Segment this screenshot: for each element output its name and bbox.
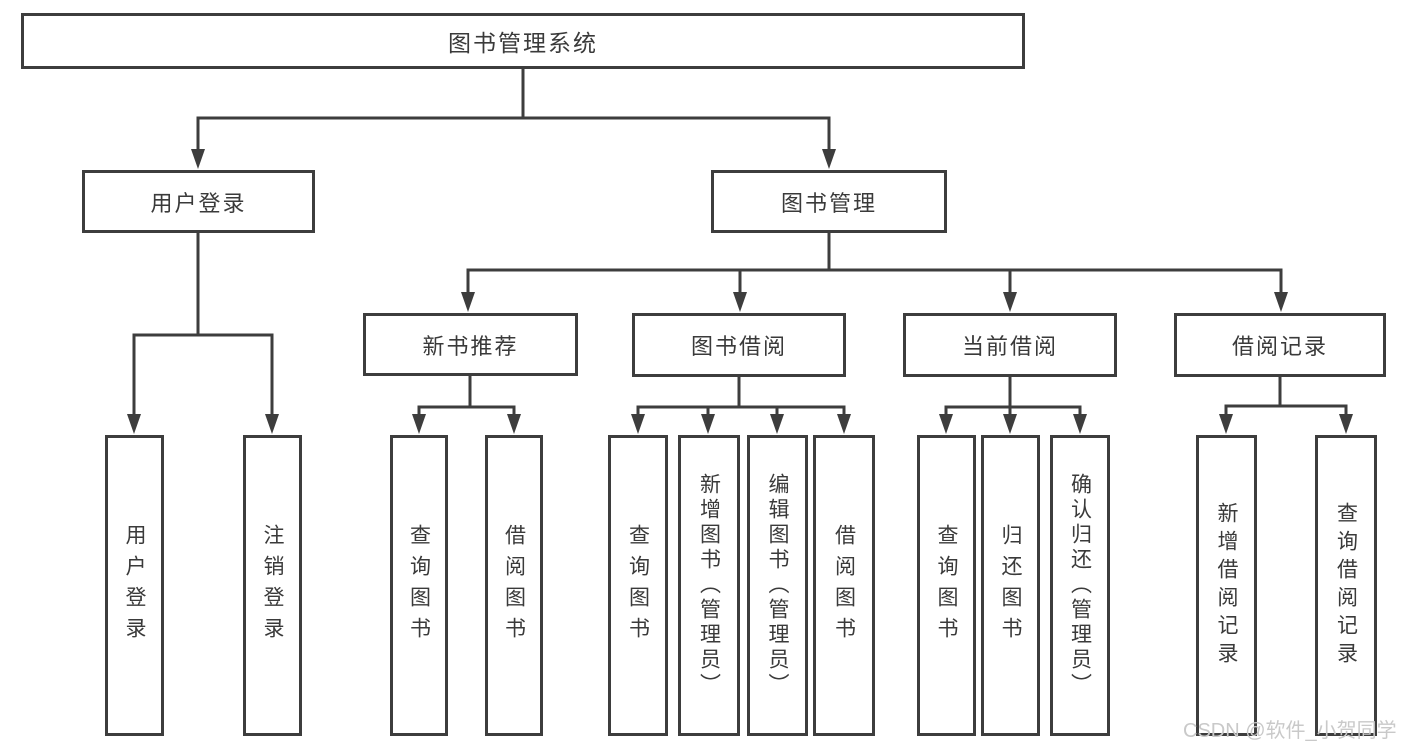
edge-bookmgmt-to-level2 (466, 231, 1283, 303)
arrowhead-icon (1219, 414, 1233, 434)
arrowhead-icon (733, 292, 747, 312)
arrowhead-icon (939, 414, 953, 434)
arrowhead-icon (191, 149, 205, 169)
node-label: 新增图书（管理员） (697, 473, 721, 698)
arrowhead-icon (461, 292, 475, 312)
arrowhead-icon (412, 414, 426, 434)
node-leaf-add-books-admin: 新增图书（管理员） (678, 435, 740, 736)
node-leaf-query-books-3: 查询图书 (917, 435, 976, 736)
edge-newbookrec-to-leaves (417, 375, 516, 426)
node-label: 新增借阅记录 (1215, 501, 1238, 670)
node-label: 确认归还（管理员） (1068, 473, 1092, 698)
node-label: 借阅记录 (1231, 334, 1328, 359)
arrowhead-icon (265, 414, 279, 434)
node-label: 借阅图书 (832, 523, 856, 648)
node-label: 查询图书 (935, 523, 958, 648)
node-leaf-return-books: 归还图书 (981, 435, 1040, 736)
arrowhead-icon (1274, 292, 1288, 312)
arrowhead-icon (1003, 292, 1017, 312)
node-label: 当前借阅 (961, 334, 1058, 359)
node-library-management-system: 图书管理系统 (21, 13, 1025, 69)
node-leaf-borrow-books-2: 借阅图书 (813, 435, 875, 736)
node-book-management: 图书管理 (711, 170, 947, 233)
arrowhead-icon (1339, 414, 1353, 434)
edge-root-to-level1 (196, 67, 831, 160)
node-label: 编辑图书（管理员） (766, 473, 789, 698)
csdn-watermark: CSDN @软件_小贺同学 (1183, 720, 1397, 742)
node-book-borrowing: 图书借阅 (632, 313, 846, 377)
node-label: 查询图书 (626, 523, 650, 648)
node-leaf-query-borrow-record: 查询借阅记录 (1315, 435, 1377, 736)
node-label: 图书管理 (780, 190, 877, 216)
node-borrowing-records: 借阅记录 (1174, 313, 1386, 377)
node-label: 借阅图书 (502, 523, 526, 648)
node-label: 图书借阅 (690, 334, 787, 359)
node-label: 用户登录 (123, 523, 146, 648)
node-leaf-borrow-books-1: 借阅图书 (485, 435, 543, 736)
node-current-borrowing: 当前借阅 (903, 313, 1117, 377)
node-leaf-logout: 注销登录 (243, 435, 302, 736)
edge-userlogin-to-leaves (132, 231, 274, 426)
node-leaf-confirm-return-admin: 确认归还（管理员） (1050, 435, 1110, 736)
node-label: 归还图书 (999, 523, 1022, 648)
node-leaf-query-books-2: 查询图书 (608, 435, 668, 736)
arrowhead-icon (631, 414, 645, 434)
node-label: 图书管理系统 (448, 30, 598, 56)
node-label: 新书推荐 (422, 333, 519, 359)
node-label: 查询图书 (407, 523, 431, 648)
node-label: 用户登录 (150, 190, 247, 216)
node-label: 注销登录 (261, 523, 284, 648)
node-user-login: 用户登录 (82, 170, 315, 233)
arrowhead-icon (1073, 414, 1087, 434)
node-leaf-query-books-1: 查询图书 (390, 435, 448, 736)
arrowhead-icon (770, 414, 784, 434)
arrowhead-icon (127, 414, 141, 434)
node-leaf-add-borrow-record: 新增借阅记录 (1196, 435, 1257, 736)
arrowhead-icon (507, 414, 521, 434)
arrowhead-icon (1003, 414, 1017, 434)
edge-currentborrow-to-leaves (944, 375, 1082, 426)
node-leaf-user-login: 用户登录 (105, 435, 164, 736)
arrowhead-icon (837, 414, 851, 434)
arrowhead-icon (701, 414, 715, 434)
edge-borrowrecords-to-leaves (1224, 375, 1348, 426)
node-leaf-edit-books-admin: 编辑图书（管理员） (747, 435, 808, 736)
node-label: 查询借阅记录 (1334, 501, 1358, 670)
edge-bookborrow-to-leaves (636, 375, 846, 426)
arrowhead-icon (822, 149, 836, 169)
node-new-book-recommendation: 新书推荐 (363, 313, 578, 376)
